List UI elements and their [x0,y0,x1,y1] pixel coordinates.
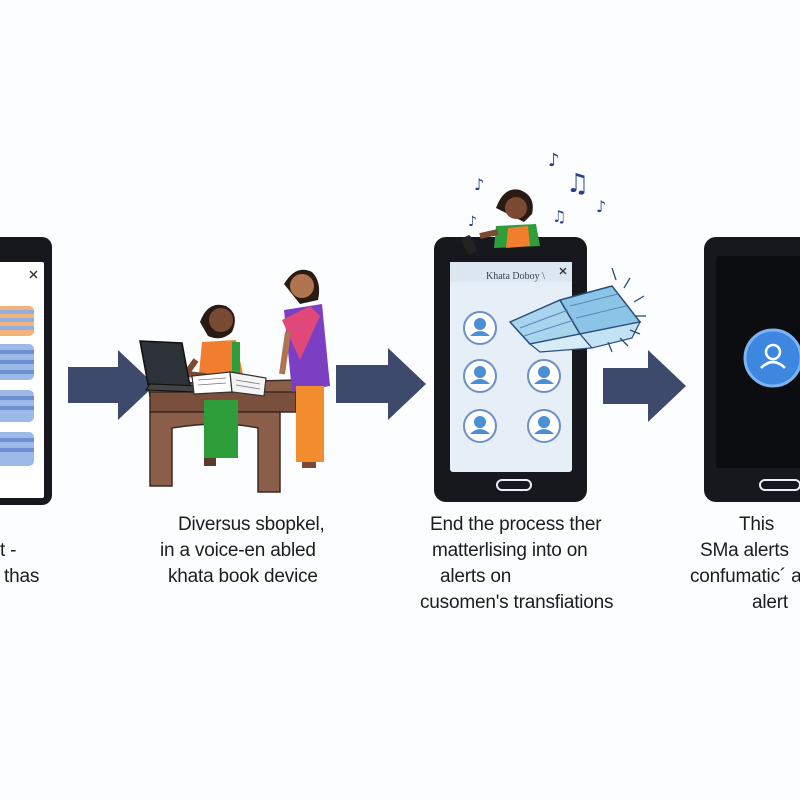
phone-step-1 [0,237,52,505]
svg-text:♫: ♫ [566,169,589,199]
home-button[interactable] [496,479,532,491]
caption-step-4-line-3: confumatic´ a [690,566,800,587]
contact-icon[interactable] [463,311,497,345]
open-book-on-desk [191,371,267,397]
standing-person [279,269,330,468]
caption-step-2-line-3: khata book device [168,566,318,587]
caption-step-1-line-2: thas [4,566,40,587]
svg-text:♪: ♪ [468,214,477,230]
contact-icon[interactable] [527,409,561,443]
people-at-desk-illustration [139,269,330,493]
contact-icon[interactable] [463,409,497,443]
home-button[interactable] [759,479,800,491]
svg-text:♪: ♪ [548,150,560,171]
caption-step-4-line-4: alert [752,592,788,613]
open-book-icon [508,267,646,353]
svg-text:♪: ♪ [474,175,484,194]
laptop-icon [139,340,201,393]
contact-icon[interactable] [463,359,497,393]
stacked-items-icon [0,306,34,466]
caption-step-3-line-3: alerts on [440,566,512,587]
caption-step-3-line-1: End the process ther [430,514,602,535]
music-note-icon: ♪ ♫ ♪ ♪ ♫ ♪ [468,150,606,230]
svg-text:♪: ♪ [596,197,606,216]
caption-step-4-line-2: SMa alerts [700,540,789,561]
caption-step-1-line-1: t - [0,540,17,561]
arrow-right-icon [603,350,686,422]
caption-step-3-line-4: cusomen's transfiations [420,592,614,613]
arrow-right-icon [68,350,155,420]
person-with-phone [461,189,540,255]
close-icon[interactable] [29,270,38,279]
caption-step-4-line-1: This [739,514,775,535]
caption-step-3-line-2: matterlising into on [432,540,588,561]
contact-icon[interactable] [527,359,561,393]
phone-step-4 [704,237,800,502]
user-avatar-icon[interactable] [743,328,800,388]
close-icon[interactable] [559,267,567,275]
caption-step-2-line-1: Diversus sbopkel, [178,514,325,535]
window-title: Khata Doboy \ [486,271,545,282]
arrow-right-icon [336,348,426,420]
caption-step-2-line-2: in a voice-en abled [160,540,316,561]
svg-text:♫: ♫ [552,207,566,226]
